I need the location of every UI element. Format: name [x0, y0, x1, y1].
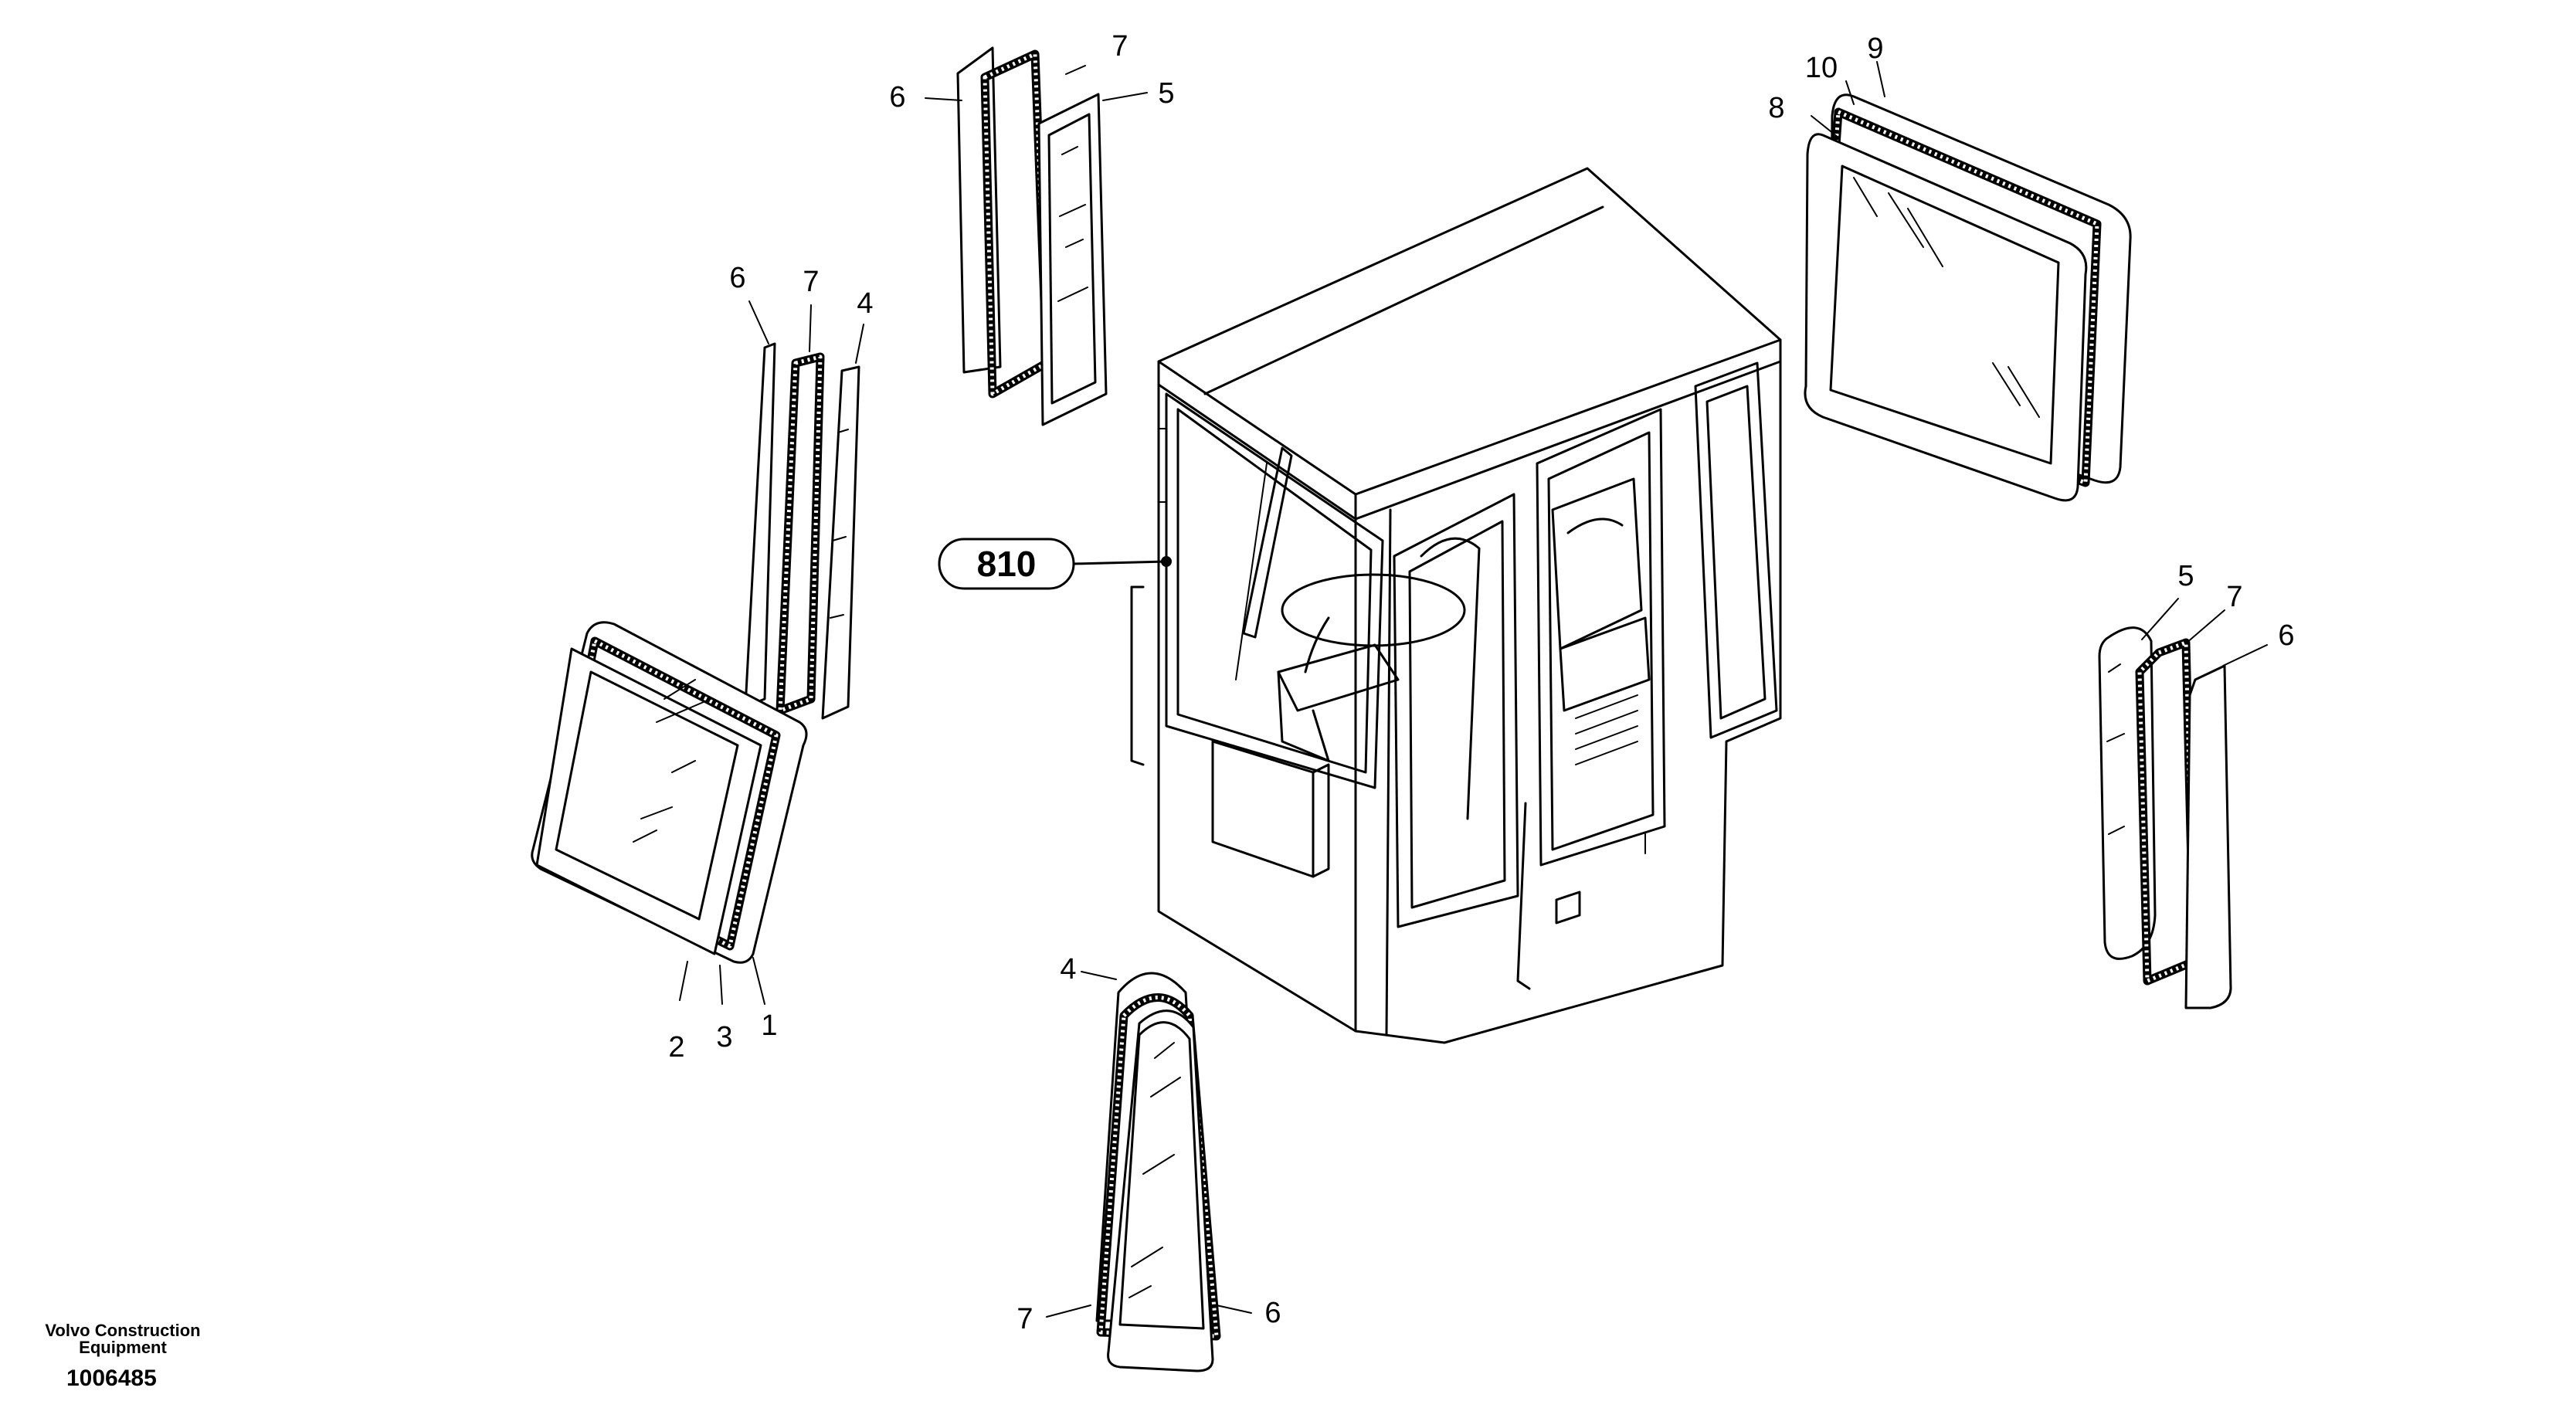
callout-4: 4: [1060, 953, 1076, 986]
drawing-number: 1006485: [66, 1366, 157, 1391]
callout-7: 7: [2226, 581, 2242, 613]
callout-10: 10: [1805, 52, 1838, 84]
callout-6: 6: [2278, 619, 2294, 652]
callout-5: 5: [2177, 560, 2194, 592]
callout-5: 5: [1158, 77, 1174, 110]
cab-body: [1130, 167, 1782, 1044]
callout-6: 6: [729, 262, 745, 294]
part-6-strip-right: [2184, 664, 2232, 1009]
part-group-top-center: 6 7 5: [889, 30, 1175, 426]
reference-label: 810: [977, 544, 1037, 584]
callout-6: 6: [1264, 1297, 1281, 1329]
brand-line-2: Equipment: [79, 1338, 167, 1357]
reference-810: 810: [938, 538, 1168, 590]
part-2-frame: [535, 647, 762, 955]
brand-caption: Volvo Construction Equipment: [34, 1322, 212, 1356]
callout-1: 1: [761, 1009, 777, 1042]
brand-line-1: Volvo Construction: [45, 1321, 201, 1340]
part-6-strip-left: [744, 342, 776, 708]
part-8-glass: [1804, 133, 2088, 502]
callout-2: 2: [668, 1031, 684, 1064]
part-group-bottom-center: 4 7 6: [1016, 953, 1281, 1372]
part-group-top-right: 8 10 9: [1768, 32, 2132, 502]
callout-8: 8: [1768, 92, 1784, 124]
callout-7: 7: [1016, 1303, 1033, 1335]
callout-7: 7: [803, 266, 819, 298]
part-group-left-lower: 2 3 1: [531, 621, 808, 1064]
part-4-glass-left: [821, 365, 860, 720]
callout-4: 4: [857, 287, 873, 320]
part-group-right: 5 7 6: [2098, 560, 2295, 1009]
callout-6: 6: [889, 81, 905, 114]
part-group-left-upper: 6 7 4: [729, 262, 874, 720]
callout-9: 9: [1867, 32, 1883, 65]
part-7-gasket-left: [776, 352, 825, 715]
callout-3: 3: [716, 1021, 732, 1053]
callout-7: 7: [1112, 30, 1128, 63]
